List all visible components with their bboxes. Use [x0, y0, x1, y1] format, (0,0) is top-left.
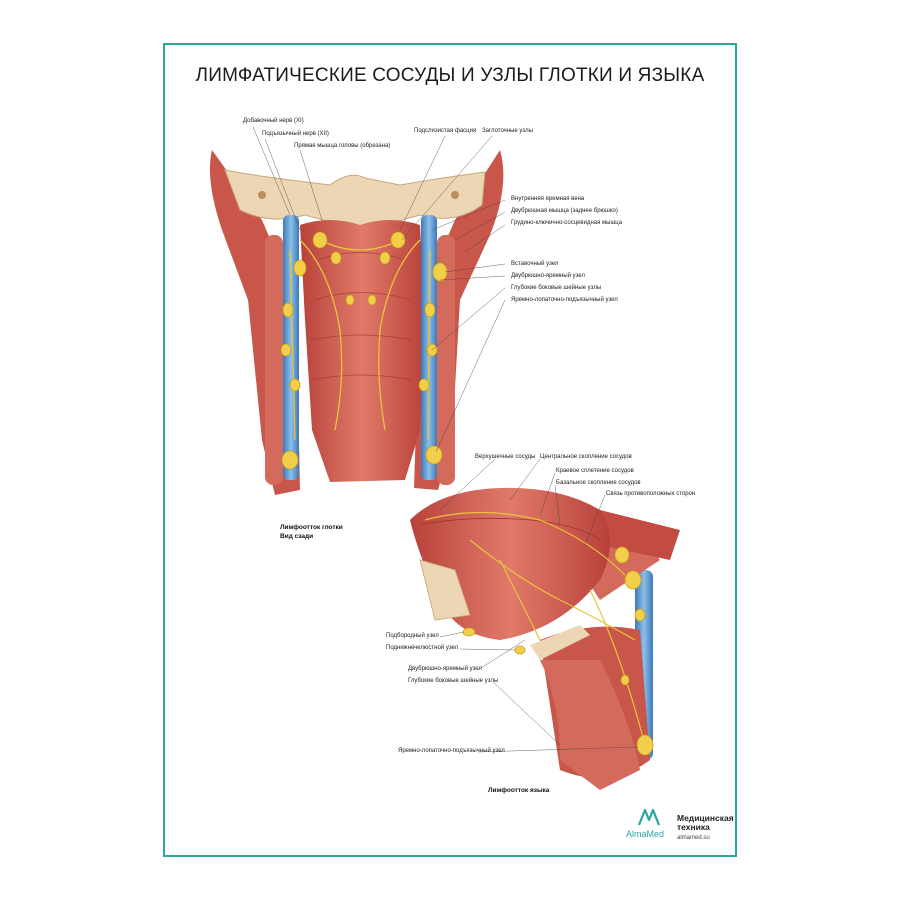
label-submental-node: Подбородный узел — [386, 633, 439, 639]
label-sternocleidomastoid: Грудино-ключично-сосцевидная мышца — [511, 220, 623, 226]
tongue-caption: Лимфоотток языка — [488, 787, 550, 794]
almamed-logo-icon — [638, 808, 660, 826]
label-tongue-jugulodigastric-node: Двубрюшно-яремный узел — [408, 666, 482, 672]
label-internal-jugular-vein: Внутренняя яремная вена — [511, 196, 585, 202]
label-digastric-muscle: Двубрюшная мышца (заднее брюшко) — [511, 208, 618, 214]
label-apical-vessels: Верхушечные сосуды — [475, 454, 536, 460]
pharynx-illustration — [209, 126, 506, 495]
label-tongue-deep-lateral-nodes: Глубокие боковые шейные узлы — [408, 678, 499, 684]
brand-logo-text: AlmaMed — [626, 829, 665, 839]
label-submandibular-node: Поднижнечелюстной узел — [386, 645, 459, 651]
tongue-illustration — [410, 458, 680, 790]
pharynx-caption-title: Лимфоотток глотки — [280, 524, 343, 531]
label-central-vessels: Центральное скопление сосудов — [540, 454, 632, 460]
label-intercalated-node: Вставочный узел — [511, 261, 559, 267]
label-jugulodigastric-node: Двубрюшно-яремный узел — [511, 273, 585, 279]
label-marginal-plexus: Краевое сплетение сосудов — [556, 468, 634, 474]
label-rectus-capitis: Прямая мышца головы (обрезана) — [294, 143, 391, 149]
label-deep-lateral-nodes: Глубокие боковые шейные узлы — [511, 285, 602, 291]
label-contralateral-link: Связь противоположных сторон — [606, 491, 696, 497]
brand-site: almamed.su — [677, 835, 710, 841]
label-accessory-nerve: Добавочный нерв (XI) — [243, 118, 304, 124]
label-tongue-juguloomohyoid-node: Яремно-лопаточно-подъязычный узел — [398, 748, 505, 754]
label-juguloomohyoid-node: Яремно-лопаточно-подъязычный узел — [511, 297, 618, 303]
label-hypoglossal-nerve: Подъязычный нерв (XII) — [262, 131, 329, 137]
label-basal-vessels: Базальное скопление сосудов — [556, 480, 641, 486]
brand-company-name: Медицинская техника — [677, 814, 734, 832]
poster-title: ЛИМФАТИЧЕСКИЕ СОСУДЫ И УЗЛЫ ГЛОТКИ И ЯЗЫ… — [195, 65, 705, 86]
pharynx-caption-view: Вид сзади — [280, 533, 314, 540]
label-retropharyngeal-nodes: Заглоточные узлы — [482, 128, 533, 134]
label-submucosal-fascia: Подслизистая фасция — [414, 128, 477, 134]
company-line-2: техника — [677, 822, 710, 832]
company-line-1: Медицинская — [677, 813, 734, 823]
